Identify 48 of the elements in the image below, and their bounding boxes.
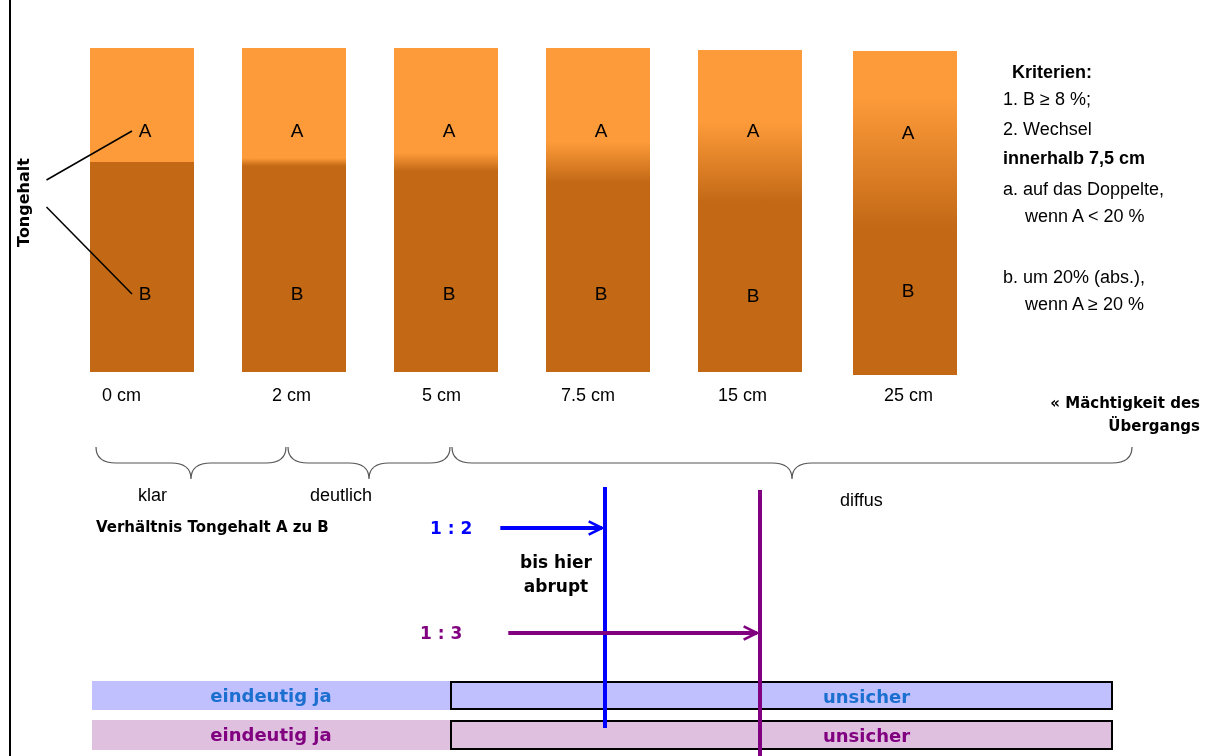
horizon-label: A bbox=[134, 120, 156, 142]
criterion-text: a. auf das Doppelte, wenn A < 20 % bbox=[1003, 178, 1165, 228]
scale-label: 5 cm bbox=[422, 385, 461, 406]
horizon-label: A bbox=[438, 120, 460, 142]
category-label: diffus bbox=[840, 490, 883, 511]
limit-line bbox=[758, 490, 762, 756]
ratio-label: 1 : 2 bbox=[430, 518, 473, 538]
limit-line bbox=[603, 487, 607, 728]
horizon-label: B bbox=[742, 285, 764, 307]
axis-title: « Mächtigkeit des Übergangs bbox=[1049, 393, 1200, 437]
horizon-label: B bbox=[286, 283, 308, 305]
soil-column bbox=[242, 48, 346, 372]
horizon-label: A bbox=[286, 120, 308, 142]
horizon-label: B bbox=[897, 280, 919, 302]
scale-label: 2 cm bbox=[272, 385, 311, 406]
rating-band: eindeutig ja bbox=[92, 720, 450, 750]
horizon-label: A bbox=[742, 120, 764, 142]
scale-label: 25 cm bbox=[884, 385, 934, 406]
arrow bbox=[500, 520, 604, 536]
arrow bbox=[508, 625, 759, 641]
category-label: deutlich bbox=[310, 485, 373, 506]
soil-column bbox=[546, 48, 650, 372]
criterion-text: innerhalb 7,5 cm bbox=[1003, 148, 1146, 169]
ratio-label: 1 : 3 bbox=[420, 623, 463, 643]
leader-line bbox=[45, 130, 133, 181]
leader-line bbox=[45, 206, 133, 295]
horizon-label: B bbox=[438, 283, 460, 305]
soil-column bbox=[394, 48, 498, 372]
rating-band: unsicher bbox=[450, 720, 1113, 750]
horizon-label: A bbox=[590, 120, 612, 142]
horizon-label: A bbox=[897, 122, 919, 144]
criterion-text: 1. B ≥ 8 %; bbox=[1003, 89, 1091, 110]
soil-column bbox=[698, 50, 802, 372]
legend-heading: Kriterien: bbox=[1012, 62, 1092, 83]
horizon-label: B bbox=[590, 283, 612, 305]
horizon-label: B bbox=[134, 283, 156, 305]
soil-column bbox=[853, 51, 957, 375]
rating-band: eindeutig ja bbox=[92, 681, 450, 710]
criterion-text: 2. Wechsel bbox=[1003, 119, 1092, 140]
soil-column bbox=[90, 48, 194, 372]
row-title: Verhältnis Tongehalt A zu B bbox=[96, 518, 329, 536]
category-label: klar bbox=[138, 485, 167, 506]
scale-label: 7.5 cm bbox=[561, 385, 616, 406]
scale-label: 15 cm bbox=[718, 385, 768, 406]
rating-band: unsicher bbox=[450, 681, 1113, 710]
axis-title: Tongehalt bbox=[13, 157, 33, 248]
criterion-text: b. um 20% (abs.), wenn A ≥ 20 % bbox=[1003, 266, 1147, 316]
scale-label: 0 cm bbox=[102, 385, 141, 406]
